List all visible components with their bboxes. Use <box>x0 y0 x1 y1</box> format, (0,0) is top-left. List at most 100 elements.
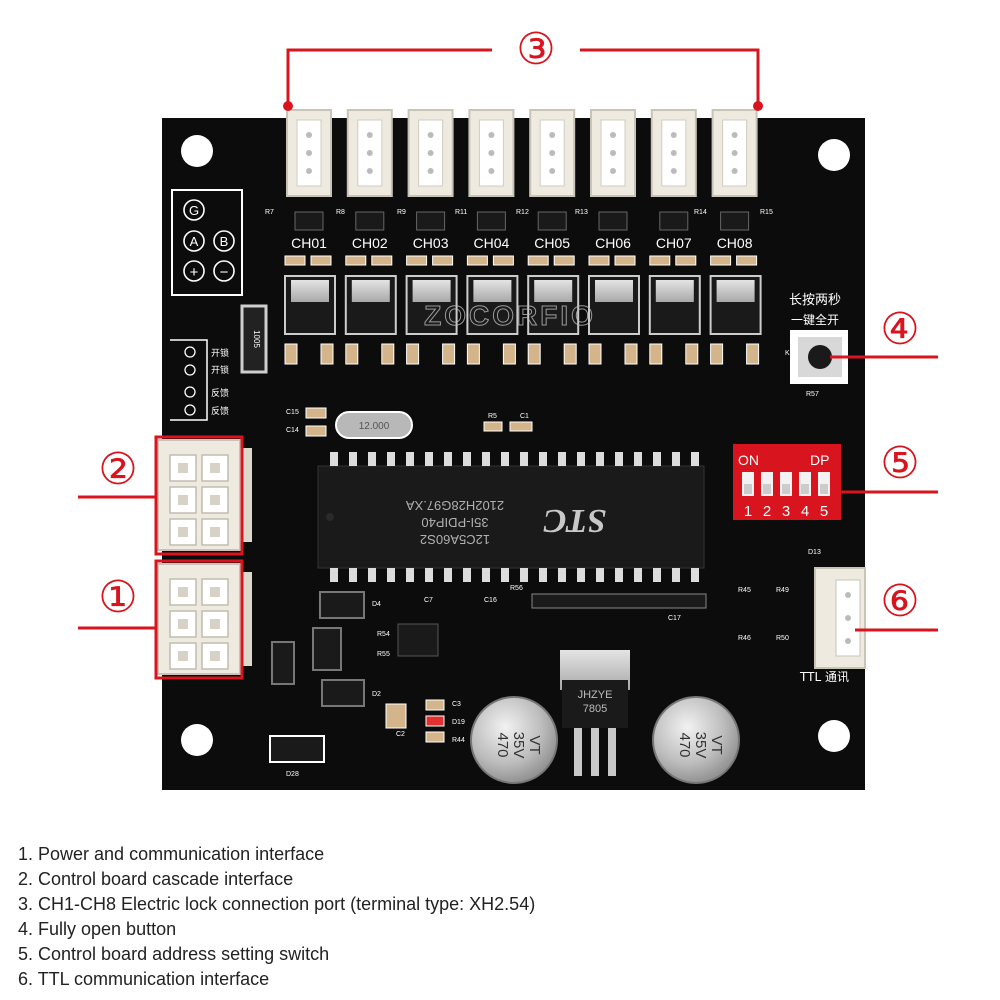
component-label: R44 <box>452 737 465 744</box>
component-label: D13 <box>808 549 821 556</box>
component-label: C17 <box>668 615 681 622</box>
component-label: R45 <box>738 587 751 594</box>
terminal-label-g: G <box>189 203 199 218</box>
channel-label: CH05 <box>534 235 570 251</box>
callout-1: ① <box>98 572 137 623</box>
callout-3: ③ <box>516 24 555 75</box>
component-label: D19 <box>452 719 465 726</box>
dip-number: 2 <box>763 503 771 520</box>
button-label-line2: 一键全开 <box>791 312 839 327</box>
channel-3: CH03 <box>405 109 458 365</box>
channel-5: CH05 <box>527 109 580 365</box>
regulator-label-2: 7805 <box>583 703 607 715</box>
component-label: R46 <box>738 635 751 642</box>
callout-5: ⑤ <box>880 438 919 489</box>
channel-label: CH07 <box>656 235 692 251</box>
component-label: C3 <box>452 701 461 708</box>
component-label: R13 <box>575 209 588 216</box>
component-label: K1 <box>785 350 794 357</box>
diodes-and-passives <box>269 591 445 763</box>
legend-item: 3. CH1-CH8 Electric lock connection port… <box>18 894 536 914</box>
channel-label: CH08 <box>717 235 753 251</box>
component-label: R49 <box>776 587 789 594</box>
power-terminal-block: G A B + − <box>171 189 243 296</box>
channel-2: CH02 <box>344 109 397 365</box>
component-label: R57 <box>806 391 819 398</box>
legend-item: 6. TTL communication interface <box>18 969 270 989</box>
channel-label: CH06 <box>595 235 631 251</box>
callout-annotations <box>78 48 938 680</box>
button-label-line1: 长按两秒 <box>789 293 841 308</box>
component-label: R12 <box>516 209 529 216</box>
terminal-label-minus: − <box>220 264 229 281</box>
component-label: R11 <box>455 209 467 216</box>
component-label: C2 <box>396 731 405 738</box>
component-label: R15 <box>760 209 773 216</box>
component-label: C7 <box>424 597 433 604</box>
dip-number: 4 <box>801 503 809 520</box>
capacitor-right-label-2: 35V <box>692 732 709 759</box>
fully-open-button: 长按两秒 一键全开 <box>789 293 848 384</box>
dip-number: 5 <box>820 503 828 520</box>
mounting-holes <box>181 135 850 756</box>
lock-label-feedback-2: 反馈 <box>211 405 229 417</box>
channel-4: CH04 <box>466 109 519 365</box>
component-label: C16 <box>484 597 497 604</box>
component-label: R9 <box>397 209 406 216</box>
capacitor-left-label-2: 35V <box>510 732 527 759</box>
legend-item: 1. Power and communication interface <box>18 844 325 864</box>
callout-numbers: ③ ② ① ④ ⑤ ⑥ <box>98 24 919 627</box>
channel-label: CH04 <box>474 235 510 251</box>
lock-label-feedback-1: 反馈 <box>211 387 229 399</box>
capacitor-right: 470 35V VT <box>652 696 740 784</box>
dip-label-on: ON <box>738 452 759 468</box>
channel-group: CH01 CH02 CH03 CH04 CH05 CH06 CH07 CH08 <box>284 109 762 365</box>
capacitor-left-label-1: 470 <box>494 732 511 757</box>
terminal-label-b: B <box>220 234 229 249</box>
terminal-label-plus: + <box>190 264 199 281</box>
brand-watermark: ZOCORFIO <box>424 300 596 331</box>
capacitor-left-label-3: VT <box>526 735 543 754</box>
component-label: R7 <box>265 209 274 216</box>
component-label: D2 <box>372 691 381 698</box>
terminal-label-a: A <box>190 234 199 249</box>
callout-6: ⑥ <box>880 576 919 627</box>
microcontroller-chip: STC 12C5A60S2 35I-PDIP40 2102H28G97.XA <box>317 465 705 569</box>
component-label: R5 <box>488 413 497 420</box>
component-label: R50 <box>776 635 789 642</box>
channel-8: CH08 <box>709 109 762 365</box>
callout-2: ② <box>98 444 137 495</box>
component-label: D28 <box>286 771 299 778</box>
chip-package: 35I-PDIP40 <box>421 515 488 530</box>
svg-text:1005: 1005 <box>252 330 261 348</box>
component-label: C14 <box>286 427 299 434</box>
dip-number: 3 <box>782 503 790 520</box>
channel-label: CH01 <box>291 235 327 251</box>
component-label: R54 <box>377 631 390 638</box>
legend-item: 4. Fully open button <box>18 919 177 939</box>
feature-legend: 1. Power and communication interface 2. … <box>18 842 978 992</box>
regulator-label-1: JHZYE <box>578 689 613 701</box>
cascade-connector <box>157 439 252 551</box>
component-label: D4 <box>372 601 381 608</box>
component-label: R8 <box>336 209 345 216</box>
component-label: R14 <box>694 209 707 216</box>
chip-batch: 2102H28G97.XA <box>406 498 505 513</box>
lock-feedback-header: 开锁 开锁 反馈 反馈 <box>170 339 229 421</box>
callout-dots <box>283 101 763 111</box>
capacitor-left: 470 35V VT <box>470 696 558 784</box>
dip-label-dp: DP <box>810 452 829 468</box>
capacitor-right-label-3: VT <box>708 735 725 754</box>
inductor: 1005 <box>240 304 268 374</box>
legend-item: 2. Control board cascade interface <box>18 869 294 889</box>
channel-label: CH02 <box>352 235 388 251</box>
small-smd-components <box>305 407 533 437</box>
chip-pins <box>330 452 699 582</box>
legend-item: 5. Control board address setting switch <box>18 944 330 964</box>
ttl-connector: TTL 通讯 <box>799 567 866 684</box>
crystal-label: 12.000 <box>359 421 390 432</box>
power-connector <box>157 563 252 675</box>
